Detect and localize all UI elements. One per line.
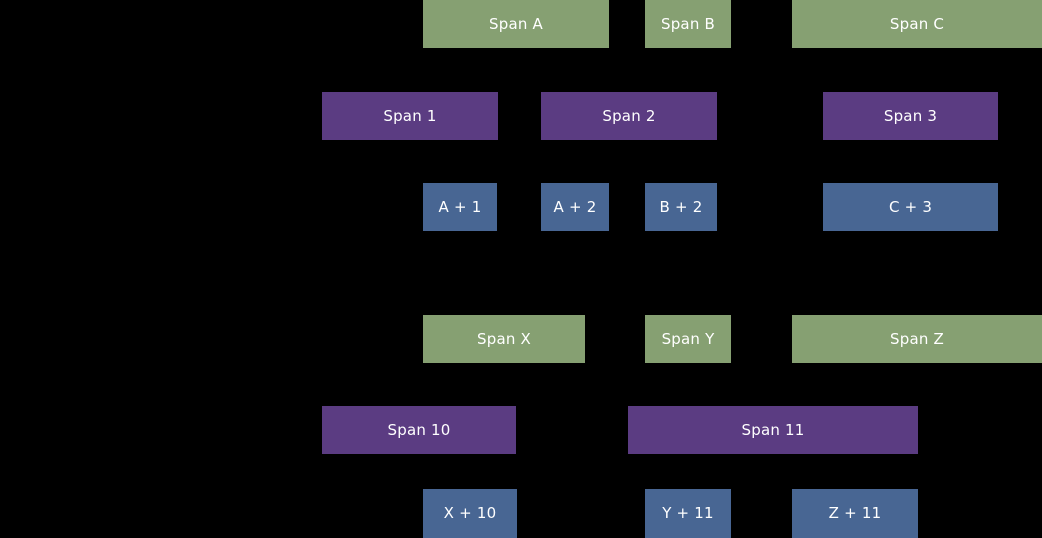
- span-bar[interactable]: Span B: [645, 0, 731, 48]
- span-bar[interactable]: Span Z: [792, 315, 1042, 363]
- span-bar-label: C + 3: [888, 197, 933, 216]
- span-bar-label: Z + 11: [828, 504, 882, 522]
- span-bar[interactable]: X + 10: [423, 489, 517, 538]
- span-bar-label: A + 2: [553, 197, 597, 216]
- span-bar[interactable]: Span Y: [645, 315, 731, 363]
- span-bar-label: Span A: [489, 14, 543, 33]
- span-bar-label: B + 2: [659, 197, 703, 216]
- span-bar-label: Span X: [477, 329, 531, 348]
- span-bar[interactable]: C + 3: [823, 183, 998, 231]
- span-bar[interactable]: Span C: [792, 0, 1042, 48]
- span-bar-label: A + 1: [438, 197, 482, 216]
- span-bar-label: Span 2: [602, 106, 656, 125]
- span-bar[interactable]: Span 2: [541, 92, 717, 140]
- span-bar-label: Span 3: [883, 106, 938, 125]
- span-bar-label: Span 11: [741, 420, 805, 439]
- span-bar[interactable]: Span 10: [322, 406, 516, 454]
- span-bar-label: Span C: [889, 14, 945, 33]
- span-bar[interactable]: Z + 11: [792, 489, 918, 538]
- span-bar-label: Span 10: [387, 420, 451, 439]
- span-bar[interactable]: A + 1: [423, 183, 497, 231]
- span-bar-label: Y + 11: [662, 504, 714, 522]
- span-bar[interactable]: A + 2: [541, 183, 609, 231]
- span-bar[interactable]: Span 11: [628, 406, 918, 454]
- span-bar-label: Span 1: [383, 106, 437, 125]
- span-bar[interactable]: Span 1: [322, 92, 498, 140]
- span-bar[interactable]: B + 2: [645, 183, 717, 231]
- span-bar-label: X + 10: [443, 504, 497, 522]
- span-bar[interactable]: Span 3: [823, 92, 998, 140]
- span-bar-label: Span B: [660, 14, 715, 33]
- span-bar[interactable]: Span X: [423, 315, 585, 363]
- span-bar-label: Span Z: [890, 329, 944, 348]
- span-bar[interactable]: Span A: [423, 0, 609, 48]
- span-bar[interactable]: Y + 11: [645, 489, 731, 538]
- span-bar-label: Span Y: [661, 329, 715, 348]
